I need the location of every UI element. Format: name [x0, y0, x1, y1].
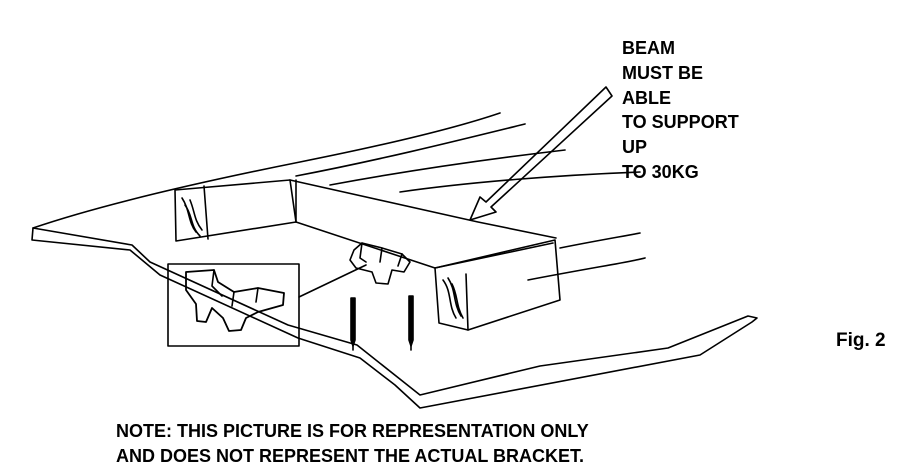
beam-callout: BEAM MUST BE ABLE TO SUPPORT UP TO 30KG: [622, 36, 739, 185]
leader-line: [298, 264, 367, 298]
screw-icon: [350, 295, 414, 351]
main-beam: [289, 179, 557, 269]
bracket-inset: [167, 263, 300, 347]
callout-line: BEAM: [622, 38, 675, 58]
pointer-arrow-icon: [469, 86, 613, 221]
callout-line: ABLE: [622, 87, 671, 108]
figure-label: Fig. 2: [836, 330, 886, 351]
callout-line: MUST BE: [622, 62, 703, 83]
note-line-1: NOTE: THIS PICTURE IS FOR REPRESENTATION…: [116, 421, 589, 441]
callout-line: TO SUPPORT: [622, 112, 739, 133]
right-beam: [434, 239, 561, 331]
callout-line: UP: [622, 137, 648, 158]
disclaimer-note: NOTE: THIS PICTURE IS FOR REPRESENTATION…: [116, 419, 589, 469]
note-line-2: AND DOES NOT REPRESENT THE ACTUAL BRACKE…: [116, 446, 585, 466]
left-beam: [174, 179, 297, 242]
callout-line: TO 30KG: [622, 161, 699, 182]
